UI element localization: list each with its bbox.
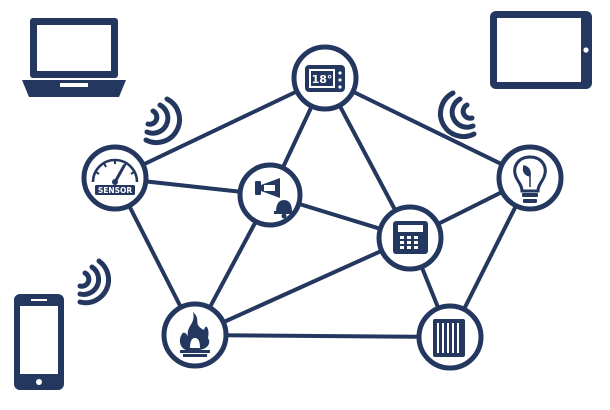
link-thermostat-bulb bbox=[323, 76, 532, 180]
thermostat-icon bbox=[305, 65, 345, 92]
light-bulb-icon bbox=[513, 155, 547, 203]
smartphone-icon bbox=[14, 294, 64, 390]
link-keypad-fire bbox=[193, 236, 412, 337]
keypad-icon bbox=[393, 221, 428, 254]
siren-node bbox=[237, 162, 303, 228]
keypad-node bbox=[376, 204, 444, 272]
wifi-signal-icon bbox=[438, 90, 477, 140]
fire-alarm-icon bbox=[179, 312, 210, 357]
bulb-node bbox=[496, 144, 564, 212]
radiator-icon bbox=[433, 319, 465, 357]
thermostat-display: 18° bbox=[312, 73, 333, 86]
wifi-signal-icon bbox=[143, 96, 182, 146]
radiator-node bbox=[416, 303, 484, 371]
link-fire-radiator bbox=[193, 333, 452, 339]
fire-node bbox=[161, 301, 229, 369]
sensor-label: SENSOR bbox=[98, 186, 133, 195]
laptop-icon bbox=[22, 18, 126, 97]
sensor-node: SENSOR bbox=[81, 144, 149, 212]
sensor-gauge-icon bbox=[91, 158, 139, 195]
thermostat-node: 18° bbox=[291, 44, 359, 112]
siren-bell-icon bbox=[255, 178, 294, 219]
wifi-signal-icon bbox=[77, 258, 112, 306]
tablet-icon bbox=[490, 11, 592, 89]
link-thermostat-sensor bbox=[113, 76, 327, 180]
